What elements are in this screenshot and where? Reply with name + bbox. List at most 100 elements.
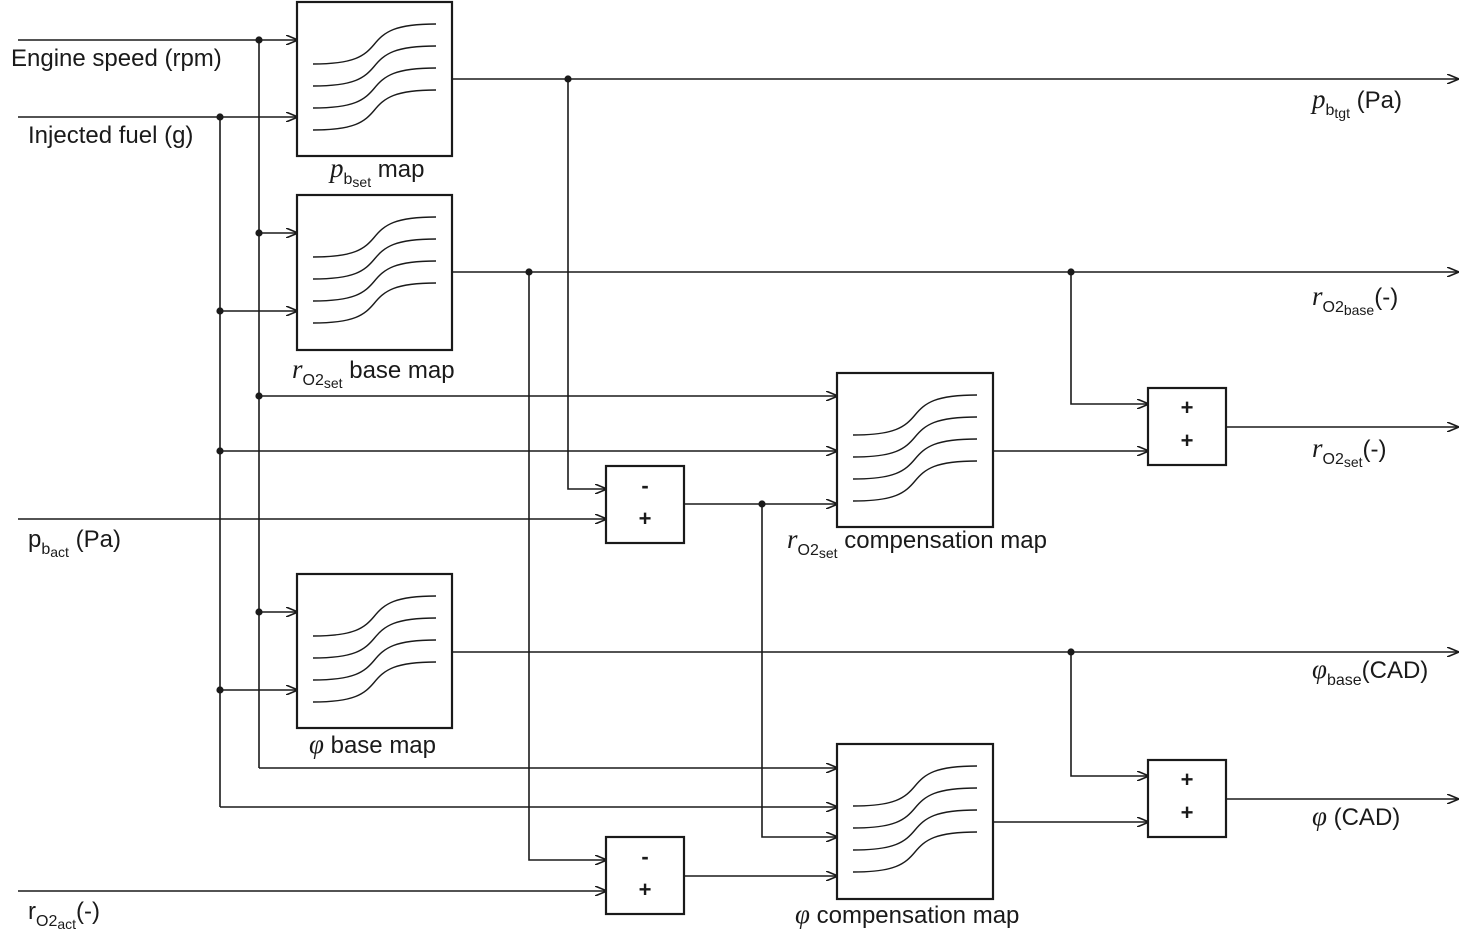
ro2-comp-subscript: O2set <box>797 542 838 561</box>
pbact-subsub: act <box>50 544 69 560</box>
injected-fuel-label: Injected fuel (g) <box>28 122 194 149</box>
ro2-comp-symbol: r <box>787 524 798 554</box>
ro2-base-map-label: rO2set base map <box>292 354 455 391</box>
ro2-base-symbol: r <box>292 354 303 384</box>
junction-dot <box>216 113 224 121</box>
pbtgt-symbol: p <box>1312 84 1326 114</box>
phi-compensation-map-block <box>835 742 995 901</box>
signal-wire-19 <box>1070 272 1148 404</box>
ro2set-out-subsub: set <box>1343 454 1363 470</box>
ro2act-subscript: O2act <box>36 913 77 932</box>
ro2-sum-block-sign-bottom: + <box>1181 428 1194 453</box>
junction-dot <box>255 392 263 400</box>
phi-base-map-block-curve <box>312 595 437 637</box>
junction-dot <box>525 268 533 276</box>
phi-output-label: φ (CAD) <box>1312 803 1400 830</box>
ro2-base-text: base map <box>342 357 455 384</box>
ro2-base-map-block-curve <box>312 260 437 302</box>
ro2base-out-symbol: r <box>1312 281 1323 311</box>
ro2set-out-unit: (-) <box>1362 436 1387 463</box>
phi-base-text: base map <box>323 732 437 759</box>
pbact-sub: b <box>41 541 51 558</box>
ro2-base-map-block-curve <box>312 238 437 280</box>
ro2act-unit: (-) <box>76 898 101 925</box>
phi-compensation-map-block-curve <box>852 765 978 807</box>
ro2-compensation-map-block-curve <box>852 416 978 458</box>
pbact-label: pbact (Pa) <box>28 528 121 560</box>
pbset-map-block <box>295 0 454 158</box>
ro2act-label: rO2act(-) <box>28 898 101 932</box>
phi-base-map-block-curve <box>312 661 437 703</box>
signal-wire-21 <box>761 504 837 837</box>
ro2set-output-label: rO2set(-) <box>1312 433 1387 470</box>
ro2-base-map-block <box>295 193 454 352</box>
phibase-out-unit: (CAD) <box>1361 657 1429 684</box>
ro2-compensation-map-block-curve <box>852 438 978 480</box>
pbtgt-unit: (Pa) <box>1349 87 1402 114</box>
pbset-map-block-curves <box>312 23 437 131</box>
phi-base-map-label: φ base map <box>309 731 436 758</box>
pbtgt-subscript: btgt <box>1326 102 1350 121</box>
pbtgt-output-label: pbtgt (Pa) <box>1312 84 1402 121</box>
ro2-sum-block-sign-top: + <box>1181 395 1194 420</box>
junction-dot <box>255 608 263 616</box>
pbact-subscript: bact <box>41 541 69 560</box>
pb-difference-block <box>604 464 686 545</box>
ro2-base-map-block-curve <box>312 282 437 324</box>
ro2set-out-symbol: r <box>1312 433 1323 463</box>
ro2base-out-unit: (-) <box>1374 284 1399 311</box>
phi-compensation-map-block-curve <box>852 809 978 851</box>
ro2-comp-subsub: set <box>818 545 838 561</box>
phi-compensation-map-block-curve <box>852 787 978 829</box>
ro2-base-map-block-curves <box>312 216 437 324</box>
phi-base-map-block-curves <box>312 595 437 703</box>
junction-dot <box>564 75 572 83</box>
pbset-map-block-curve <box>312 23 437 65</box>
phibase-out-subscript: base <box>1326 672 1362 689</box>
junction-dot <box>255 36 263 44</box>
signal-wire-16 <box>567 79 606 489</box>
phi-out-symbol: φ <box>1312 801 1327 831</box>
ro2-comp-map-label: rO2set compensation map <box>787 524 1047 561</box>
ro2-difference-block-sign-top: - <box>641 844 648 869</box>
phi-base-map-block-curve <box>312 639 437 681</box>
ro2-compensation-map-block-curve <box>852 460 978 502</box>
pbset-subscript: bset <box>344 171 372 190</box>
ro2-difference-block-sign-bottom: + <box>639 877 652 902</box>
ro2act-subsub: act <box>57 916 77 932</box>
ro2-base-subscript: O2set <box>303 372 343 391</box>
ro2-comp-sub: O2 <box>797 542 819 559</box>
ro2-compensation-map-block <box>835 371 995 529</box>
ro2act-symbol: r <box>28 898 36 925</box>
junction-dot <box>255 229 263 237</box>
phi-comp-symbol: φ <box>795 899 810 929</box>
junction-dot <box>758 500 766 508</box>
pbset-subsub: set <box>352 174 372 190</box>
pb-difference-block-sign-bottom: + <box>639 506 652 531</box>
phibase-out-symbol: φ <box>1312 654 1327 684</box>
ro2base-out-subsub: base <box>1343 302 1375 318</box>
pbset-text: map <box>371 156 425 183</box>
ro2act-sub: O2 <box>36 913 58 930</box>
phi-base-map-block <box>295 572 454 730</box>
ro2-comp-text: compensation map <box>837 527 1047 554</box>
pbset-map-block-curve <box>312 89 437 131</box>
ro2set-out-subscript: O2set <box>1323 451 1363 470</box>
ro2-sum-block <box>1146 386 1228 467</box>
ro2-compensation-map-block-curves <box>852 394 978 502</box>
pb-difference-block-sign-top: - <box>641 473 648 498</box>
junction-dot <box>216 447 224 455</box>
pbtgt-subsub: tgt <box>1334 105 1350 121</box>
pbset-map-block-curve <box>312 67 437 109</box>
signal-wire-18 <box>528 272 606 860</box>
ro2-compensation-map-block-curve <box>852 394 978 436</box>
junction-dot <box>216 686 224 694</box>
phi-comp-map-label: φ compensation map <box>795 901 1019 928</box>
phi-compensation-map-block-curves <box>852 765 978 873</box>
ro2-difference-block <box>604 835 686 916</box>
ro2base-out-subscript: O2base <box>1323 299 1375 318</box>
pbset-map-label: pbset map <box>330 155 425 190</box>
ro2-base-subsub: set <box>323 375 343 391</box>
